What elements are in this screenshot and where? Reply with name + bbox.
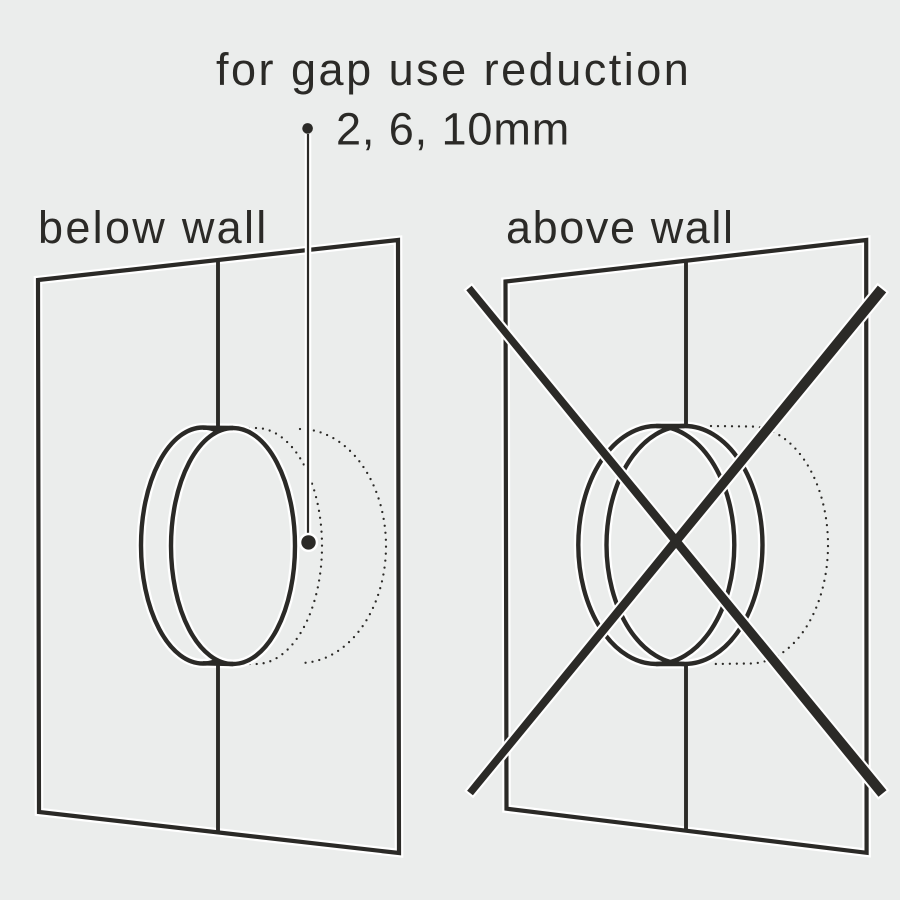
svg-text:2, 6, 10mm: 2, 6, 10mm <box>336 104 570 155</box>
svg-text:below wall: below wall <box>38 202 269 253</box>
svg-text:for gap use reduction: for gap use reduction <box>216 44 691 95</box>
svg-text:above wall: above wall <box>506 202 735 253</box>
